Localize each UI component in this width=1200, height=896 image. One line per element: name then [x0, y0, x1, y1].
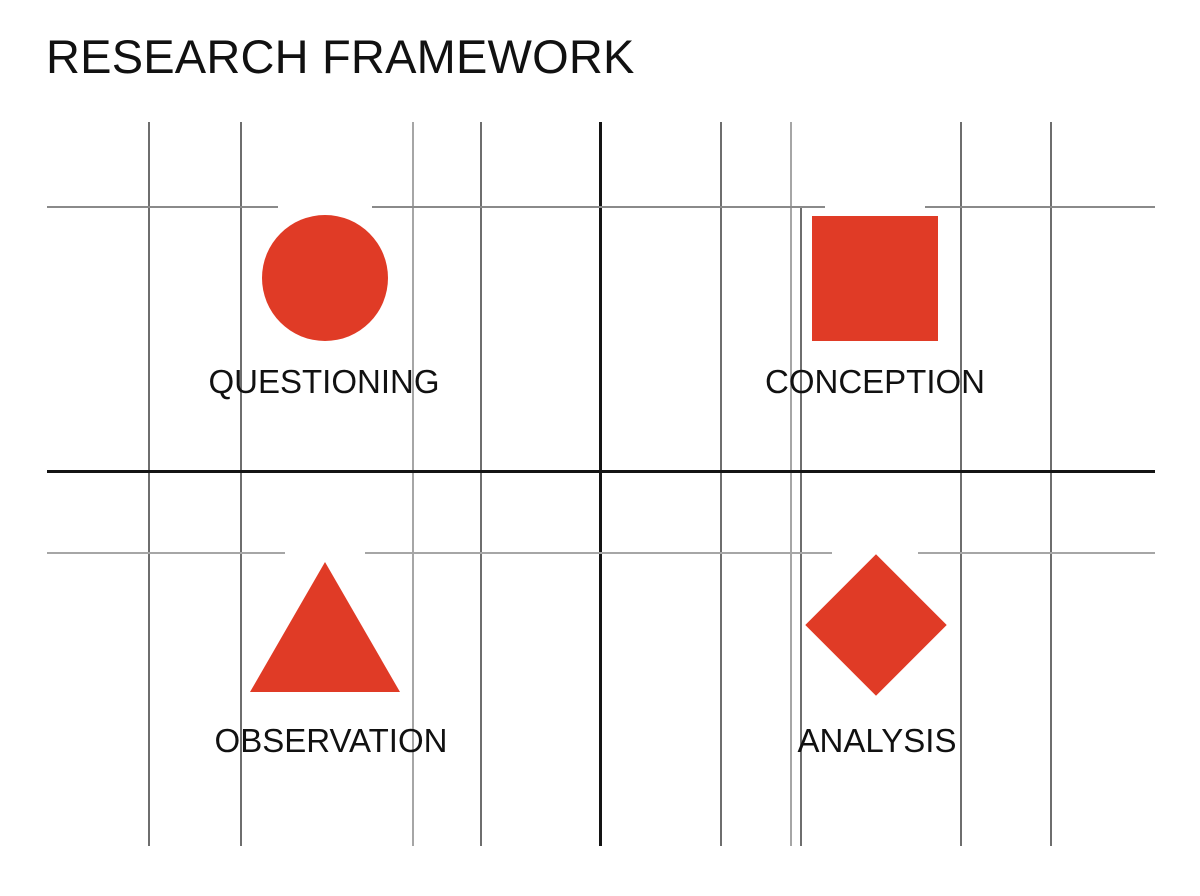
node-label-questioning: QUESTIONING [208, 363, 440, 400]
triangle-icon [250, 562, 400, 692]
node-label-conception: CONCEPTION [764, 363, 986, 400]
grid-line-horizontal [47, 206, 278, 208]
square-icon [812, 216, 938, 341]
grid-line-vertical [480, 122, 482, 846]
grid-line-horizontal-axis [47, 470, 1155, 473]
grid-line-horizontal [47, 552, 285, 554]
grid-line-vertical [240, 122, 242, 846]
grid-line-vertical [148, 122, 150, 846]
node-label-analysis: ANALYSIS [797, 722, 957, 759]
grid-line-vertical [800, 208, 802, 846]
diamond-icon [805, 554, 947, 696]
grid-line-vertical-axis [599, 122, 602, 846]
grid-line-horizontal [372, 206, 825, 208]
grid-line-horizontal [925, 206, 1155, 208]
node-label-observation: OBSERVATION [214, 722, 448, 759]
grid-line-vertical [412, 122, 414, 846]
grid-line-horizontal [365, 552, 832, 554]
grid-line-vertical [1050, 122, 1052, 846]
grid-line-vertical [790, 122, 792, 846]
grid-line-vertical [720, 122, 722, 846]
grid-line-vertical [960, 122, 962, 846]
page-title: RESEARCH FRAMEWORK [46, 30, 635, 83]
grid-line-horizontal [918, 552, 1155, 554]
circle-icon [262, 215, 388, 341]
